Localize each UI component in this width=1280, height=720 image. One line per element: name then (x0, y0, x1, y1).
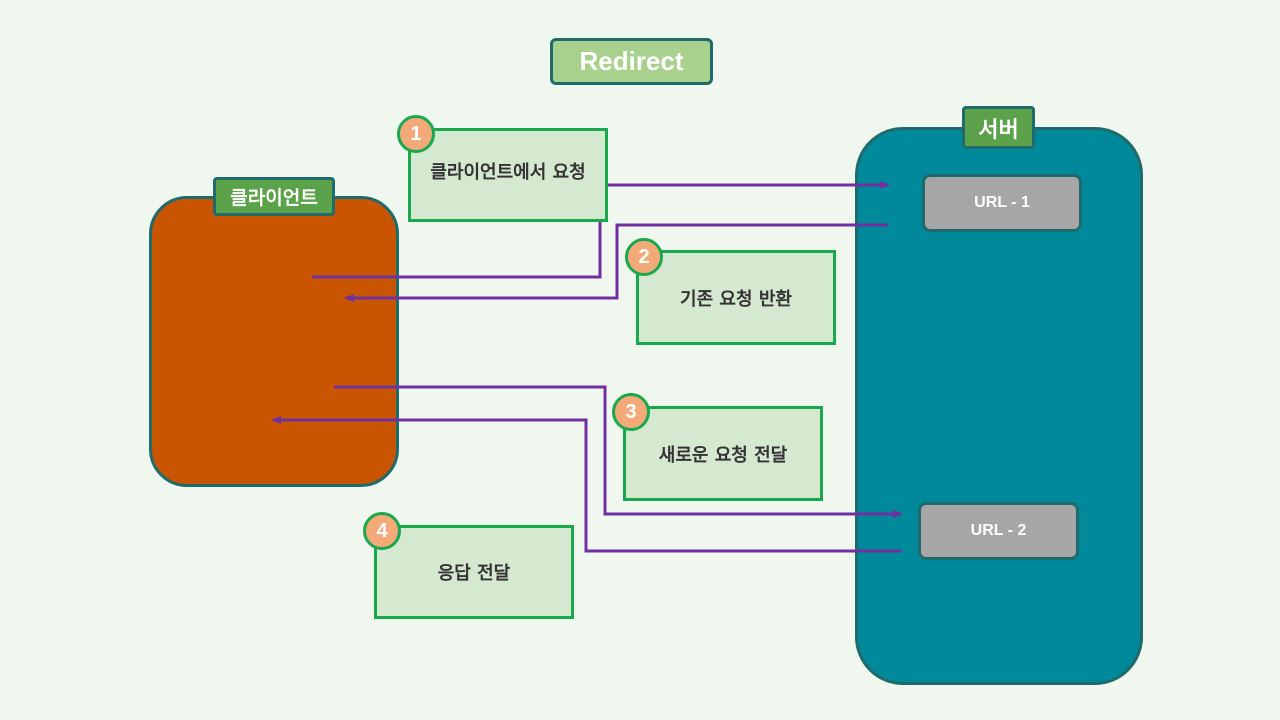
server-label: 서버 (962, 106, 1035, 149)
client-label: 클라이언트 (213, 177, 335, 216)
step-2-badge: 2 (625, 238, 663, 276)
step-3-box: 새로운 요청 전달 (623, 406, 823, 501)
step-4-badge: 4 (363, 512, 401, 550)
url-2-box: URL - 2 (918, 502, 1079, 560)
step-2-label: 기존 요청 반환 (680, 288, 792, 310)
url-1-box: URL - 1 (922, 174, 1082, 232)
diagram-title: Redirect (550, 38, 713, 85)
step-1-label: 클라이언트에서 요청 (430, 162, 586, 183)
client-block (149, 196, 399, 487)
step-3-label: 새로운 요청 전달 (658, 444, 788, 466)
step-4-box: 응답 전달 (374, 525, 574, 619)
step-3-badge: 3 (612, 393, 650, 431)
step-4-label: 응답 전달 (437, 563, 511, 584)
step-2-box: 기존 요청 반환 (636, 250, 836, 345)
step-1-box: 클라이언트에서 요청 (408, 128, 608, 222)
step-1-badge: 1 (397, 115, 435, 153)
